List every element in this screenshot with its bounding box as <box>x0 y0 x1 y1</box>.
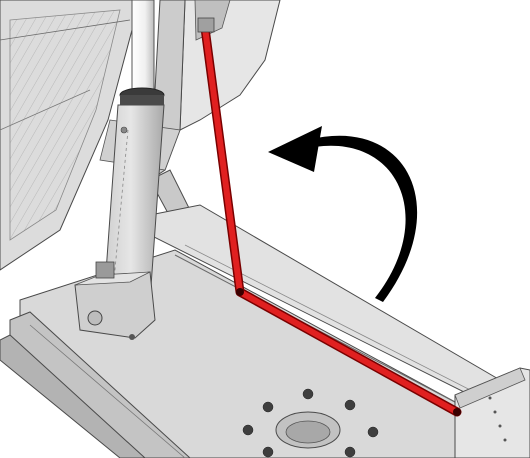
left-panel <box>0 0 141 271</box>
rotation-arrow-icon <box>268 126 418 302</box>
red-linkage-rod <box>197 17 462 417</box>
bolt-circle <box>242 388 379 458</box>
hydraulic-cylinder <box>74 0 165 340</box>
